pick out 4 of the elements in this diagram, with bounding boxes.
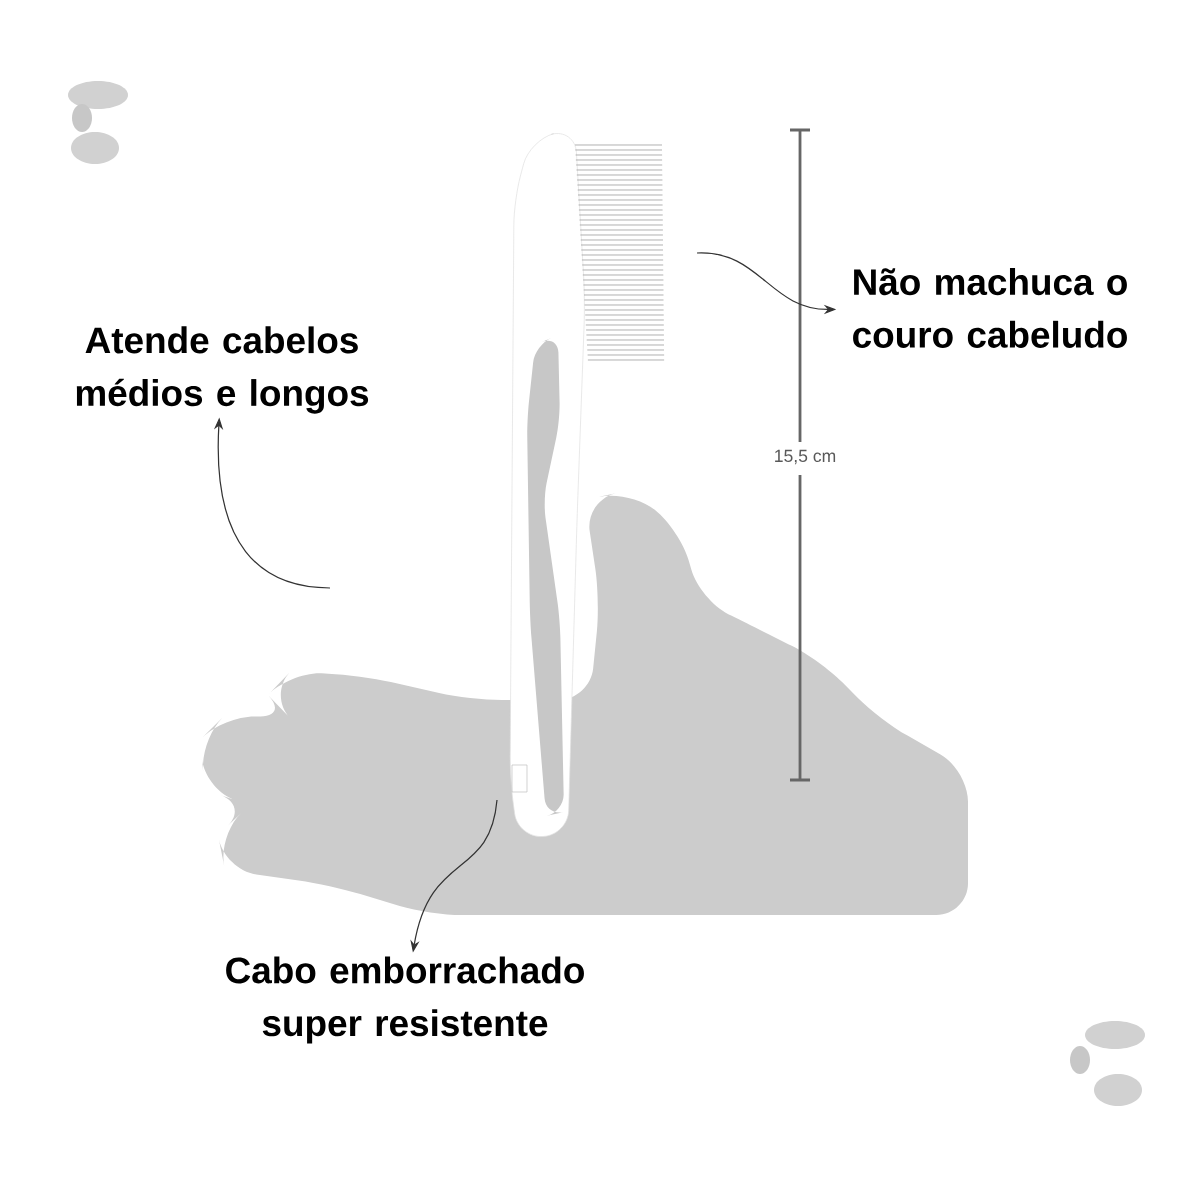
callout-text: Não machuca o couro cabeludo xyxy=(853,268,1127,348)
callout-text: Atende cabelos médios e longos xyxy=(76,326,369,414)
dimension-label: 15,5 cm xyxy=(775,449,836,465)
callout-text: Cabo emborrachado super resistente xyxy=(226,956,584,1044)
